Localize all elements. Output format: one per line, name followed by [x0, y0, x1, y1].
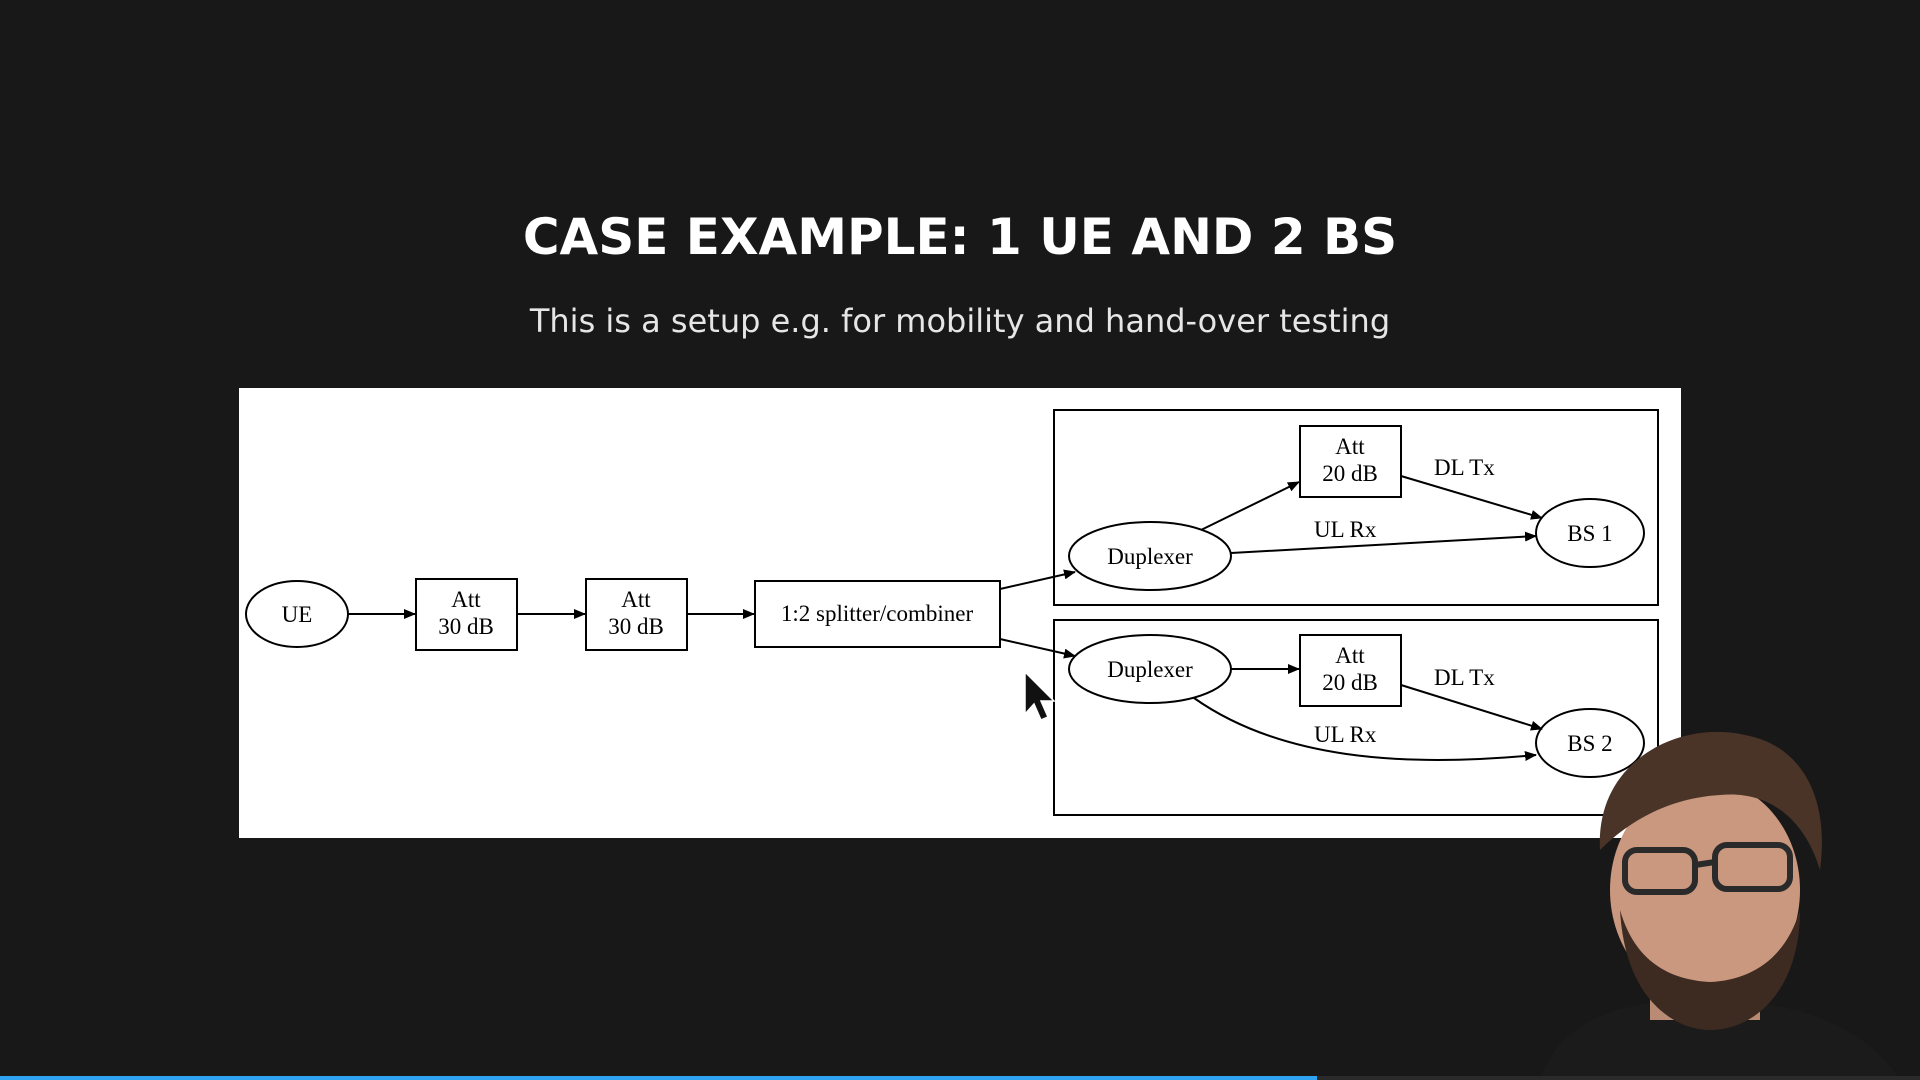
edge-att3-bs1: [1400, 475, 1543, 520]
bs1-label: BS 1: [1567, 521, 1612, 546]
attenuator-2-label-line1: Att: [621, 587, 651, 612]
attenuator-4-node: [1299, 634, 1402, 707]
slide-subtitle: This is a setup e.g. for mobility and ha…: [529, 302, 1391, 340]
attenuator-4-label-line2: 20 dB: [1322, 670, 1378, 695]
attenuator-3-node: [1299, 425, 1402, 498]
duplexer-1-node: [1068, 521, 1232, 591]
ue-label: UE: [282, 602, 313, 627]
attenuator-1-label-line1: Att: [451, 587, 481, 612]
mouse-cursor-icon: [1024, 670, 1056, 721]
duplexer-2-label: Duplexer: [1107, 657, 1193, 682]
edge-duplexer1-att3: [1200, 481, 1300, 531]
setup-diagram: UE Att 30 dB Att 30 dB 1:2 splitter/comb…: [239, 388, 1681, 838]
splitter-combiner-label: 1:2 splitter/combiner: [781, 601, 974, 626]
splitter-combiner-node: [754, 580, 1001, 648]
attenuator-2-label-line2: 30 dB: [608, 614, 664, 639]
edge-duplexer2-bs2: [1193, 697, 1537, 762]
edge-splitter-duplexer1: [999, 569, 1076, 590]
edge-label-ul-rx-1: UL Rx: [1314, 517, 1377, 542]
edge-duplexer1-bs1: [1230, 531, 1537, 554]
bs1-cluster-box: [1053, 409, 1659, 606]
video-progress-bar[interactable]: [0, 1076, 1920, 1080]
edge-label-ul-rx-2: UL Rx: [1314, 722, 1377, 747]
duplexer-1-label: Duplexer: [1107, 544, 1193, 569]
bs2-label: BS 2: [1567, 731, 1612, 756]
attenuator-3-label-line1: Att: [1335, 434, 1365, 459]
bs2-cluster-box: [1053, 619, 1659, 816]
edge-att4-bs2: [1400, 684, 1543, 731]
video-progress-fill: [0, 1076, 1318, 1080]
edge-label-dl-tx-2: DL Tx: [1434, 665, 1495, 690]
presenter-webcam: [1500, 700, 1920, 1080]
diagram-svg: UE Att 30 dB Att 30 dB 1:2 splitter/comb…: [245, 409, 1659, 816]
presenter-avatar-icon: [1540, 731, 1900, 1080]
edge-splitter-duplexer2: [999, 638, 1076, 659]
slide-title: CASE EXAMPLE: 1 UE AND 2 BS: [522, 208, 1398, 266]
bs2-node: [1535, 708, 1645, 778]
attenuator-4-label-line1: Att: [1335, 643, 1365, 668]
edge-label-dl-tx-1: DL Tx: [1434, 455, 1495, 480]
attenuator-3-label-line2: 20 dB: [1322, 461, 1378, 486]
attenuator-1-label-line2: 30 dB: [438, 614, 494, 639]
